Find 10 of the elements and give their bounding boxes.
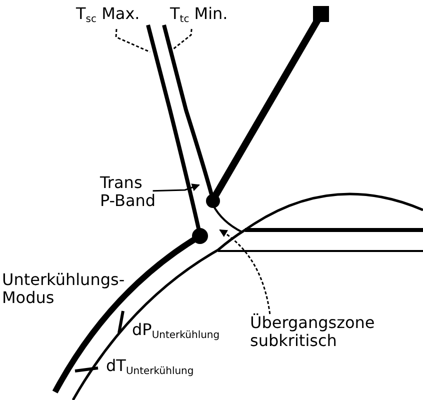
annotation-label: Übergangszone subkritisch [250,314,400,350]
annotation-label: Trans P-Band [100,174,160,210]
leader-line [115,28,150,53]
leader-line [219,229,271,314]
mode-label: Unterkühlungs- Modus [2,271,126,307]
measure-label: dT$_{Unterkühlung}$ [106,357,195,379]
annotation-label: T$_{sc}$ Max. [76,5,166,29]
annotation-label: T$_{tc}$ Min. [170,5,260,29]
leader-line [172,28,192,51]
leader-line [152,184,200,192]
